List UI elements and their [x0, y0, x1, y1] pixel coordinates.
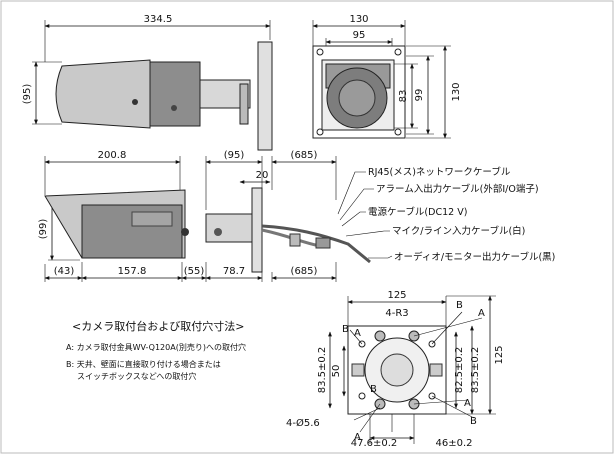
cable-callouts: RJ45(メス)ネットワークケーブル アラーム入出力ケーブル(外部I/O端子) …	[337, 166, 555, 263]
cable-label-mic: マイク/ライン入力ケーブル(白)	[392, 225, 525, 237]
cable-label-alarm: アラーム入出力ケーブル(外部I/O端子)	[376, 183, 539, 195]
camera-hood	[55, 59, 151, 129]
base-tag-b-bottom-left: B	[370, 384, 377, 395]
cable-label-audio: オーディオ/モニター出力ケーブル(黒)	[394, 251, 555, 263]
side-height-99-label: (99)	[38, 219, 49, 240]
side-view: 200.8 (95) (685) 20 (99)	[38, 150, 371, 282]
base-w46-label: 46±0.2	[435, 438, 472, 449]
legend-b-line1: B: 天井、壁面に直接取り付ける場合または	[66, 359, 221, 369]
cable-label-power: 電源ケーブル(DC12 V)	[368, 206, 467, 218]
base-hole-label: 4-Ø5.6	[286, 417, 320, 429]
cable-bundle	[261, 224, 371, 264]
side-bottom-685-label: (685)	[291, 266, 318, 277]
base-r3-label: 4-R3	[385, 308, 408, 319]
camera-body	[149, 61, 201, 127]
legend: <カメラ取付台および取付穴寸法> A: カメラ取付金具WV-Q120A(別売り)…	[66, 319, 246, 381]
side-mount-plate	[251, 187, 263, 273]
base-tag-a-bottom-right: A	[464, 398, 471, 409]
base-tag-b-top-left: B	[342, 324, 349, 335]
legend-b-line2: スイッチボックスなどへの取付穴	[77, 371, 196, 381]
top-view: 334.5 (95)	[22, 14, 273, 151]
front-height-mid-label: 99	[414, 89, 425, 102]
mount-hole-a-top-left	[374, 330, 386, 342]
side-mount-arm	[205, 213, 253, 243]
base-height-83r-label: 83.5±0.2	[470, 347, 481, 394]
base-height-82-label: 82.5±0.2	[454, 347, 465, 394]
base-tag-a-top-left: A	[354, 328, 361, 339]
base-view: 125 4-R3 83.5±0.2 50 82.5±0.2 83.5±0.2 1…	[286, 290, 505, 449]
base-height-total-label: 125	[494, 345, 505, 364]
side-bottom-55-label: (55)	[184, 266, 205, 277]
base-height-50-label: 50	[331, 365, 342, 378]
base-height-83-label: 83.5±0.2	[317, 347, 328, 394]
base-tag-a-bottom-left: A	[354, 432, 361, 443]
cable-label-rj45: RJ45(メス)ネットワークケーブル	[368, 166, 511, 178]
side-bottom-157-label: 157.8	[118, 266, 147, 277]
front-height-inner-label: 83	[398, 90, 409, 103]
front-view: 130 95 83 99 130	[312, 14, 462, 139]
legend-title: <カメラ取付台および取付穴寸法>	[72, 319, 244, 333]
side-bottom-78-label: 78.7	[223, 266, 245, 277]
base-w47-label: 47.6±0.2	[351, 438, 398, 449]
front-height-outer-label: 130	[451, 82, 462, 101]
base-center-hole	[380, 353, 414, 387]
top-height-label: (95)	[22, 84, 33, 105]
legend-a-line: A: カメラ取付金具WV-Q120A(別売り)への取付穴	[66, 342, 246, 352]
front-width-inner-label: 95	[353, 30, 366, 41]
side-body-length-label: 200.8	[98, 150, 127, 161]
front-width-outer-label: 130	[349, 14, 368, 25]
side-offset-95-label: (95)	[224, 150, 245, 161]
base-tag-a-top-right: A	[478, 308, 485, 319]
base-width-label: 125	[387, 290, 406, 301]
side-bottom-43-label: (43)	[54, 266, 75, 277]
side-cable-685-label: (685)	[291, 150, 318, 161]
side-arm-20-label: 20	[256, 170, 269, 181]
top-length-label: 334.5	[144, 14, 173, 25]
base-tag-b-bottom-right: B	[470, 416, 477, 427]
mount-plate	[257, 41, 273, 151]
base-tag-b-top-right: B	[456, 300, 463, 311]
